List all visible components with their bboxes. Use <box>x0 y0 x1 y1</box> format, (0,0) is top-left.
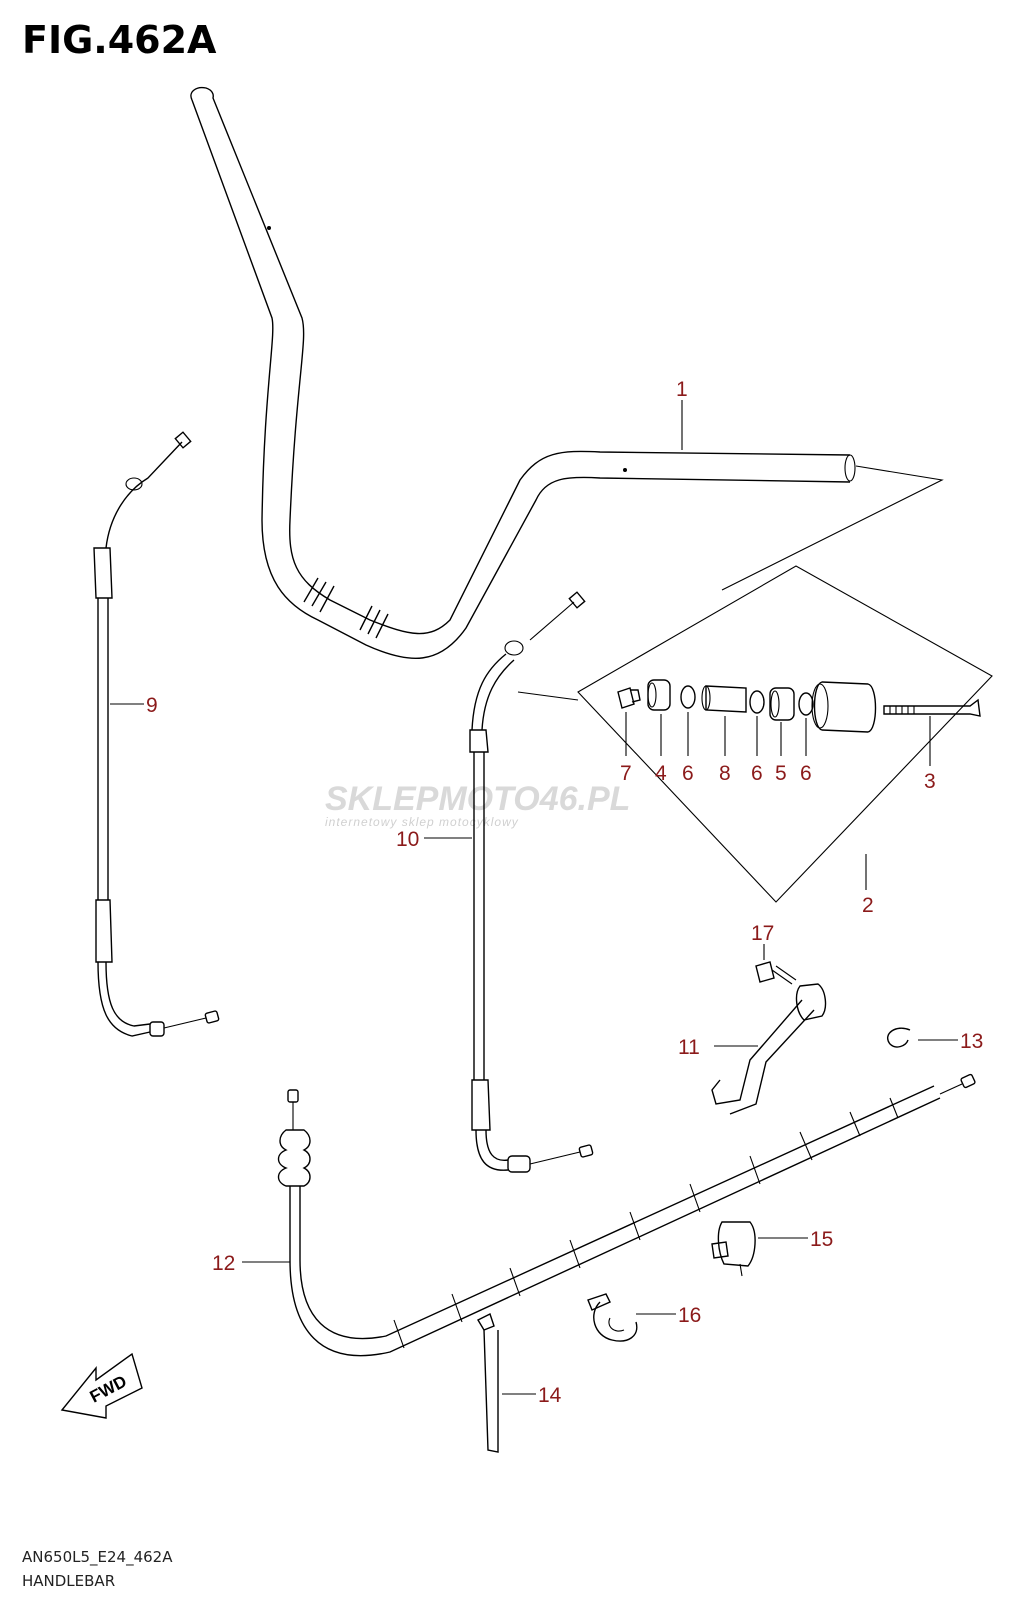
part-3-screw <box>883 698 981 717</box>
balancer-components[interactable] <box>617 679 981 733</box>
callout-7: 7 <box>620 762 632 785</box>
section-name: HANDLEBAR <box>22 1572 116 1590</box>
callout-1: 1 <box>676 378 688 401</box>
bolt-17[interactable] <box>755 961 797 985</box>
callout-6a: 6 <box>682 762 694 785</box>
balancer-group-frame <box>517 565 993 903</box>
callout-9: 9 <box>146 694 158 717</box>
clip-13[interactable] <box>887 1027 911 1048</box>
part-4-spacer <box>647 679 671 711</box>
callout-12: 12 <box>212 1252 235 1275</box>
callout-16: 16 <box>678 1304 701 1327</box>
figure-title: FIG.462A <box>22 18 217 62</box>
balancer-weight <box>811 681 877 733</box>
clamp-16[interactable] <box>587 1293 638 1342</box>
callout-6c: 6 <box>800 762 812 785</box>
bracket-11[interactable] <box>711 983 827 1115</box>
fwd-label: FWD <box>87 1372 130 1407</box>
callout-17: 17 <box>751 922 774 945</box>
part-6-washer-c <box>798 692 814 716</box>
callout-13: 13 <box>960 1030 983 1053</box>
watermark-brand: SKLEPMOTO46.PL <box>325 780 630 818</box>
callout-2: 2 <box>862 894 874 917</box>
throttle-cable-10[interactable] <box>469 591 594 1173</box>
callout-5: 5 <box>775 762 787 785</box>
fwd-arrow-badge: FWD <box>60 1352 143 1419</box>
watermark: SKLEPMOTO46.PL internetowy sklep motocyk… <box>325 780 630 829</box>
clamp-15[interactable] <box>711 1221 756 1277</box>
model-code: AN650L5_E24_462A <box>22 1548 173 1566</box>
part-6-washer-b <box>749 690 765 714</box>
callout-4: 4 <box>655 762 667 785</box>
callout-6b: 6 <box>751 762 763 785</box>
callout-labels: 1 2 3 4 5 6 6 6 7 8 9 10 11 12 13 14 15 … <box>146 378 983 1407</box>
clutch-cable-12[interactable] <box>277 1073 976 1357</box>
callout-15: 15 <box>810 1228 833 1251</box>
callout-14: 14 <box>538 1384 562 1407</box>
callout-11: 11 <box>678 1036 700 1059</box>
handlebar-part[interactable] <box>190 86 856 660</box>
callout-8: 8 <box>719 762 731 785</box>
part-7-bolt <box>617 687 641 709</box>
throttle-cable-9[interactable] <box>93 431 220 1037</box>
part-6-washer-a <box>680 685 696 709</box>
cable-tie-14[interactable] <box>477 1313 499 1453</box>
callout-10: 10 <box>396 828 419 851</box>
part-8-sleeve <box>701 685 747 713</box>
callout-3: 3 <box>924 770 936 793</box>
part-5-spacer <box>769 687 795 721</box>
watermark-tagline: internetowy sklep motocyklowy <box>325 815 519 829</box>
